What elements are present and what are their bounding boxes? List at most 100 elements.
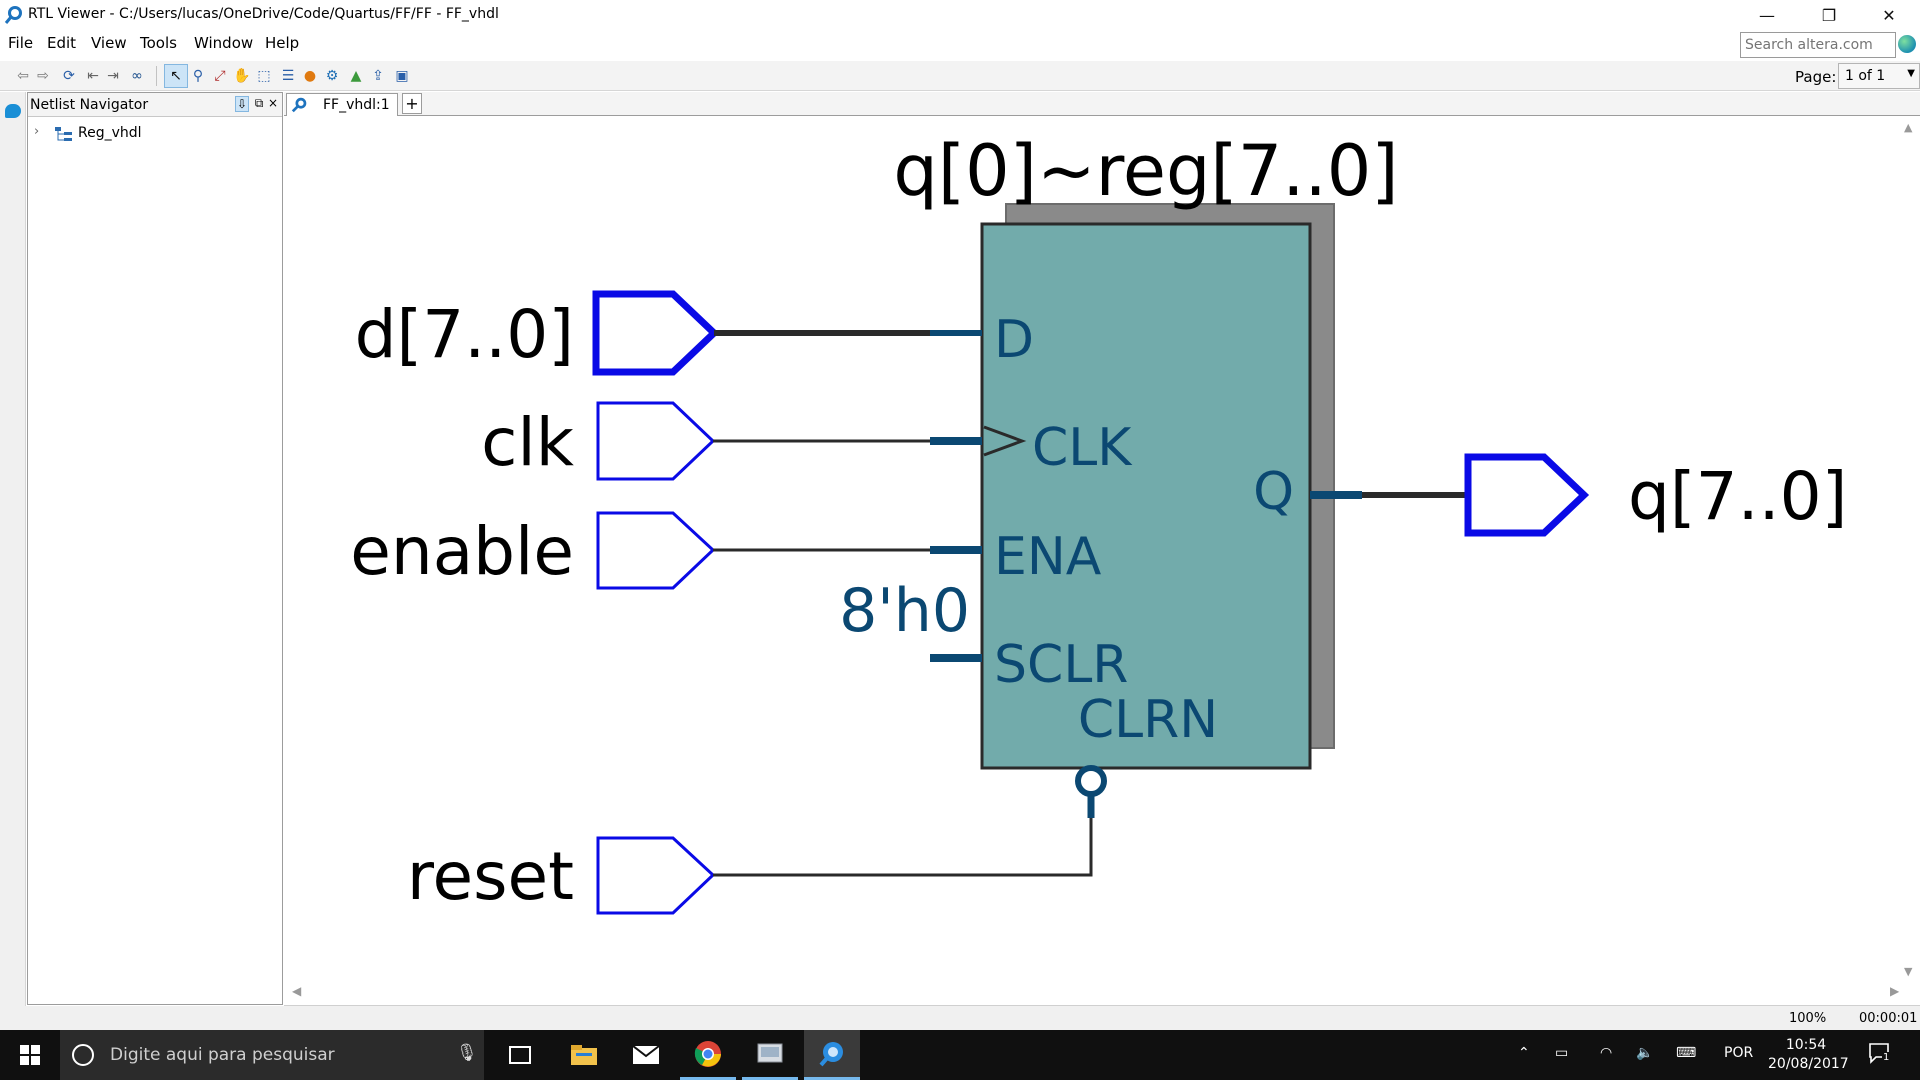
status-bar: 100% 00:00:01	[0, 1006, 1920, 1030]
hand-tool-icon[interactable]: ✋	[233, 68, 251, 84]
menu-file[interactable]: File	[8, 34, 34, 52]
notification-center-icon[interactable]: 1	[1868, 1042, 1891, 1064]
microphone-icon[interactable]: 🎙	[456, 1043, 478, 1063]
add-tab-button[interactable]: +	[402, 93, 422, 114]
fit-window-icon[interactable]: ⤢	[214, 68, 226, 84]
hierarchy-icon[interactable]: ☰	[281, 68, 295, 84]
cortana-icon	[72, 1044, 94, 1066]
restore-button[interactable]: ❐	[1821, 5, 1837, 25]
expand-arrow-icon[interactable]: ›	[34, 124, 40, 139]
port-label-q: Q	[1253, 462, 1294, 522]
float-icon[interactable]: ⧉	[254, 96, 264, 110]
title-bar: RTL Viewer - C:/Users/lucas/OneDrive/Cod…	[0, 0, 1920, 30]
horizontal-scrollbar[interactable]: ◀ ▶	[284, 980, 1920, 1006]
page-select-value: 1 of 1	[1845, 68, 1886, 84]
language-indicator[interactable]: POR	[1724, 1045, 1754, 1061]
scroll-down-icon[interactable]: ▼	[1904, 965, 1913, 978]
register-block[interactable]	[980, 222, 1312, 770]
menu-help[interactable]: Help	[265, 34, 300, 52]
input-label-clk: clk	[481, 404, 575, 481]
menu-window[interactable]: Window	[194, 34, 254, 52]
tab-ff-vhdl[interactable]: FF_vhdl:1	[286, 93, 398, 116]
output-pin-q[interactable]	[1464, 453, 1590, 537]
menu-edit[interactable]: Edit	[47, 34, 77, 52]
mail-icon[interactable]	[618, 1030, 674, 1080]
tab-label: FF_vhdl:1	[323, 97, 390, 113]
rtl-viewer-tab-icon	[291, 97, 307, 113]
collapse-icon[interactable]: ⇤	[87, 68, 99, 84]
menu-tools[interactable]: Tools	[140, 34, 177, 52]
elapsed-time: 00:00:01	[1859, 1011, 1918, 1026]
tray-chevron-up-icon[interactable]: ⌃	[1518, 1045, 1530, 1061]
left-side-strip	[0, 92, 26, 1007]
keyboard-icon[interactable]: ⌨	[1676, 1045, 1697, 1061]
quartus-programmer-icon[interactable]	[742, 1030, 798, 1080]
expand-icon[interactable]: ⇥	[107, 68, 119, 84]
close-panel-icon[interactable]: ×	[267, 96, 279, 110]
taskbar-clock[interactable]: 10:54 20/08/2017	[1768, 1036, 1849, 1074]
netlist-icon[interactable]: ●	[303, 68, 317, 84]
taskbar-search-box[interactable]: Digite aqui para pesquisar 🎙	[60, 1030, 484, 1080]
selection-tool-icon[interactable]: ↖	[170, 68, 182, 84]
area-select-icon[interactable]: ⬚	[257, 68, 271, 84]
settings-icon[interactable]: ⚙	[325, 68, 339, 84]
tree-icon[interactable]: ▲	[350, 68, 362, 84]
wifi-icon[interactable]: ◠	[1600, 1045, 1613, 1061]
start-button[interactable]	[0, 1030, 60, 1080]
vertical-scrollbar[interactable]: ▲ ▼	[1900, 117, 1920, 980]
chrome-icon[interactable]	[680, 1030, 736, 1080]
battery-icon[interactable]: ▭	[1555, 1045, 1569, 1061]
file-explorer-icon[interactable]	[556, 1030, 612, 1080]
search-altera-field[interactable]	[1740, 32, 1896, 58]
tree-item-label: Reg_vhdl	[78, 125, 142, 141]
input-pin-clk[interactable]	[596, 401, 716, 481]
rtl-viewer-taskbar-icon[interactable]	[804, 1030, 860, 1080]
schematic-diagram: q[0]~reg[7..0] d[7..0] D clk CLK enable …	[350, 130, 1847, 915]
port-label-d: D	[994, 310, 1034, 370]
register-block-title: q[0]~reg[7..0]	[893, 130, 1398, 212]
task-view-icon[interactable]	[492, 1030, 548, 1080]
zoom-tool-icon[interactable]: ⚲	[192, 68, 204, 84]
port-label-sclr: SCLR	[994, 635, 1128, 695]
port-label-clrn: CLRN	[1078, 690, 1218, 750]
input-pin-reset[interactable]	[596, 836, 716, 915]
input-label-reset: reset	[407, 838, 574, 915]
windows-logo-icon	[20, 1045, 40, 1065]
find-binoculars-icon[interactable]: ∞	[131, 68, 143, 84]
zoom-level: 100%	[1789, 1011, 1827, 1026]
menu-view[interactable]: View	[91, 34, 127, 52]
rtl-viewer-app-icon	[4, 6, 22, 24]
input-pin-enable[interactable]	[596, 511, 716, 590]
minimize-button[interactable]: —	[1759, 5, 1775, 25]
schematic-canvas[interactable]: q[0]~reg[7..0] d[7..0] D clk CLK enable …	[284, 117, 1900, 980]
close-window-button[interactable]: ✕	[1882, 5, 1896, 25]
refresh-icon[interactable]: ⟳	[63, 68, 75, 84]
globe-icon[interactable]	[1898, 35, 1916, 53]
taskbar-search-placeholder: Digite aqui para pesquisar	[110, 1045, 335, 1065]
scroll-right-icon[interactable]: ▶	[1890, 984, 1900, 998]
clock-edge-marker	[983, 425, 1027, 457]
scroll-left-icon[interactable]: ◀	[292, 984, 302, 998]
export-icon[interactable]: ⇪	[372, 68, 384, 84]
search-altera-input[interactable]	[1741, 33, 1895, 57]
page-select[interactable]: 1 of 1 ▼	[1838, 63, 1920, 89]
netlist-navigator-header: Netlist Navigator ⇩ ⧉ ×	[28, 93, 282, 117]
menu-bar: File Edit View Tools Window Help	[0, 30, 1920, 58]
pin-icon[interactable]: ⇩	[235, 96, 249, 112]
netlist-navigator-panel: Netlist Navigator ⇩ ⧉ × › Reg_vhdl	[27, 92, 283, 1005]
selection-tool-highlight	[164, 64, 188, 88]
constant-label-sclr: 8'h0	[839, 576, 970, 646]
netlist-navigator-title: Netlist Navigator	[30, 97, 149, 113]
windows-taskbar: Digite aqui para pesquisar 🎙 ⌃ ▭ ◠ 🔈 ⌨ P…	[0, 1030, 1920, 1080]
wire-reset	[713, 818, 1093, 877]
forward-icon[interactable]: ⇨	[37, 68, 49, 84]
print-icon[interactable]: ▣	[395, 68, 409, 84]
input-label-enable: enable	[350, 513, 574, 590]
scroll-up-icon[interactable]: ▲	[1904, 121, 1913, 134]
volume-icon[interactable]: 🔈	[1636, 1045, 1654, 1061]
input-pin-d[interactable]	[592, 290, 720, 376]
back-icon[interactable]: ⇦	[17, 68, 29, 84]
page-label: Page:	[1795, 68, 1837, 86]
chat-bubble-icon[interactable]	[5, 104, 21, 118]
toolbar-separator	[156, 66, 157, 86]
